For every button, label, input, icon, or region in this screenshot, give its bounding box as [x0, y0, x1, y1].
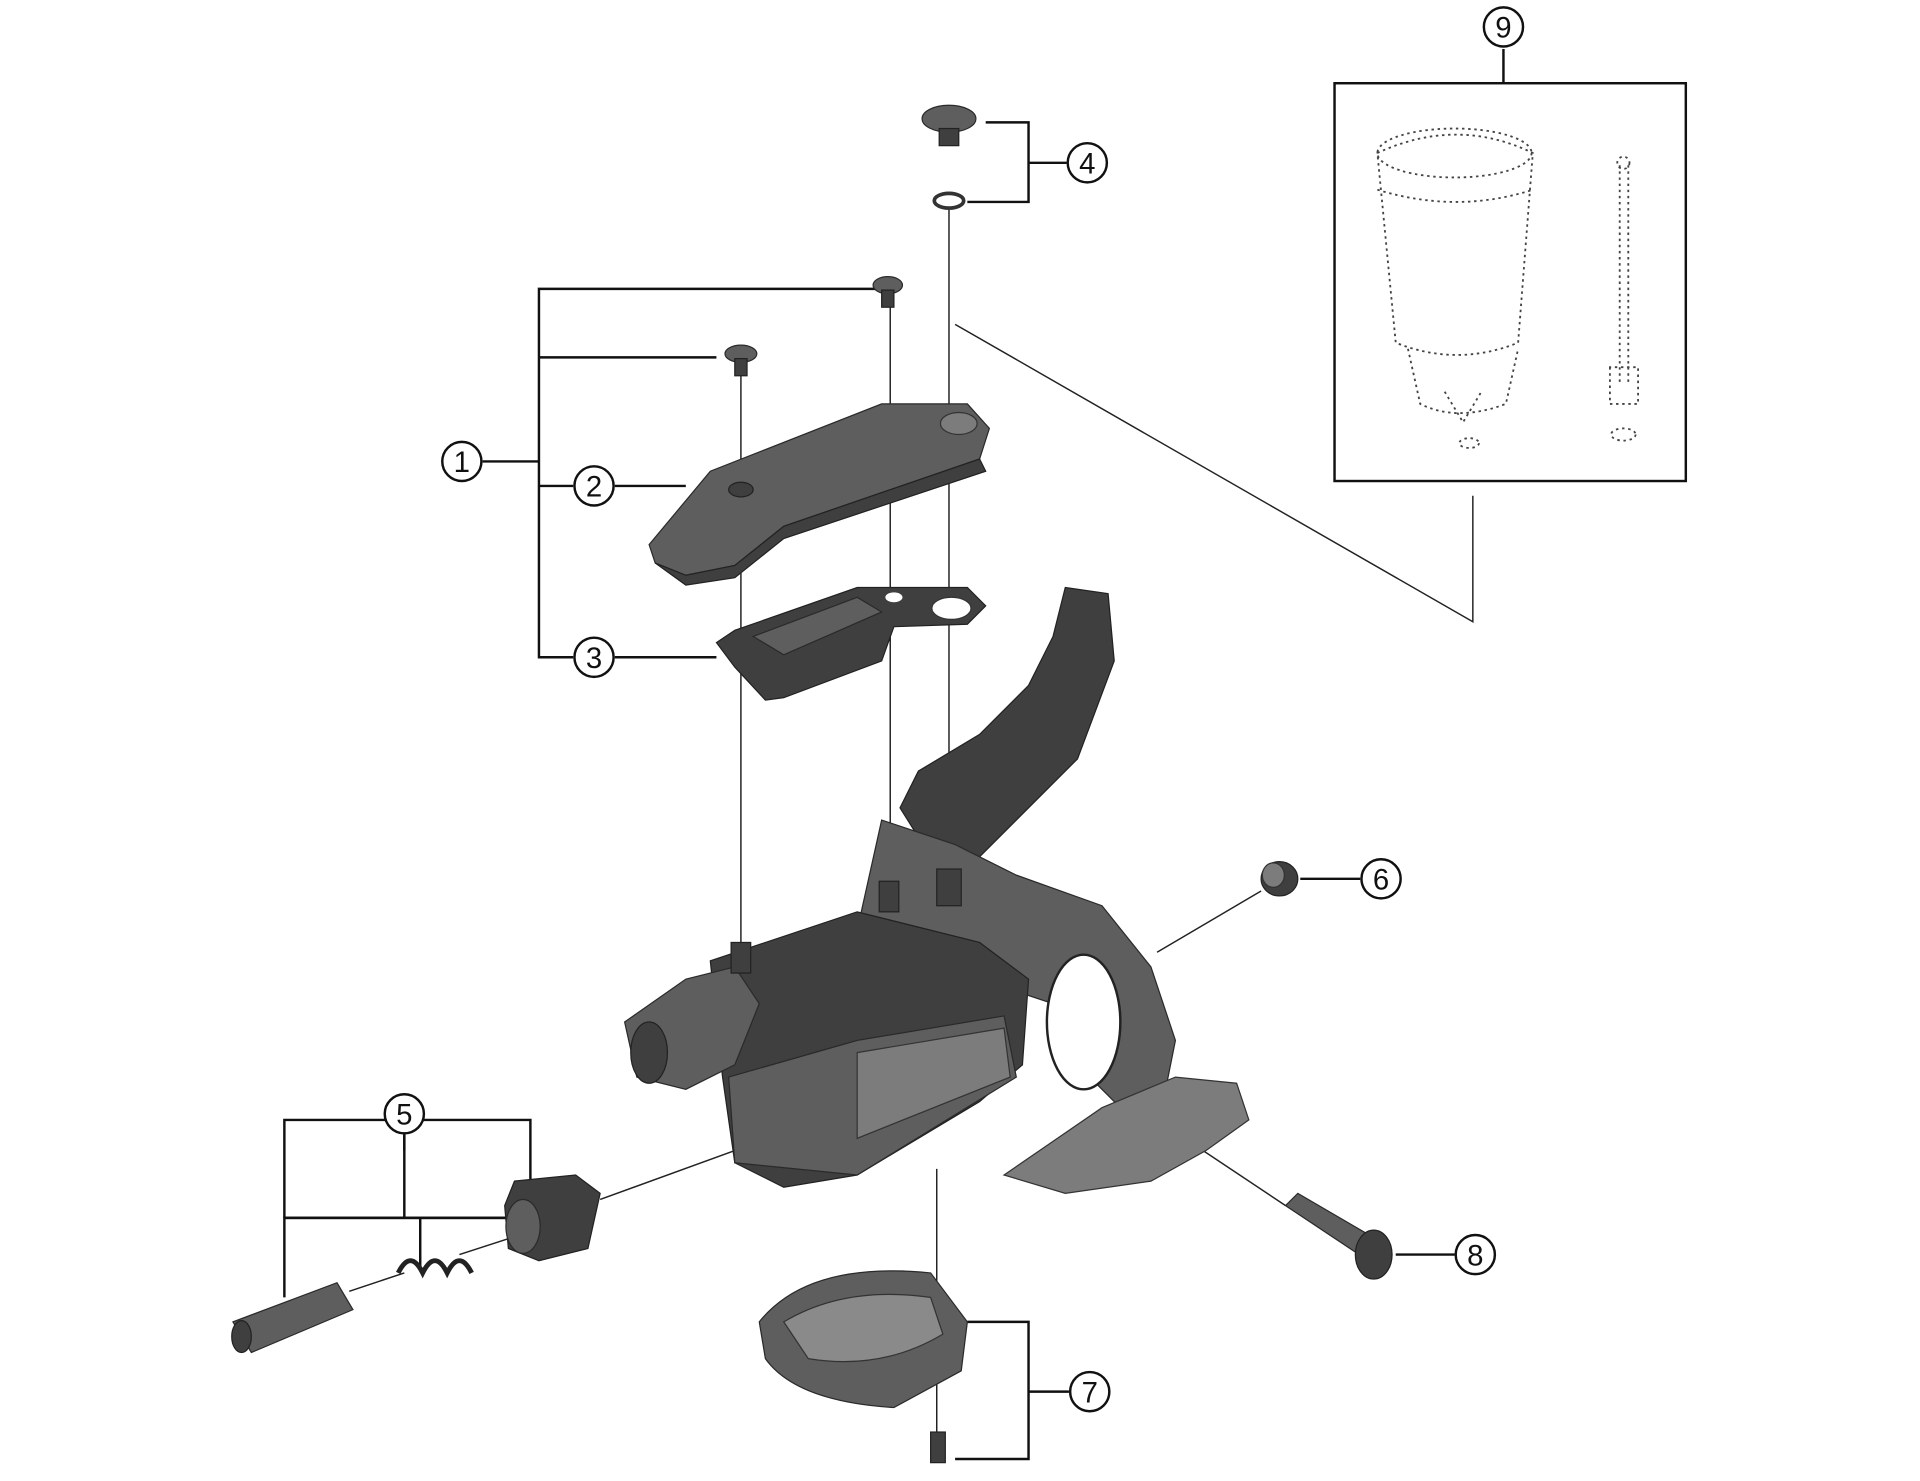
inset-box-9	[1333, 82, 1688, 483]
callout-2: 2	[573, 465, 615, 507]
lever-body	[623, 586, 1250, 1194]
svg-text:3: 3	[586, 642, 602, 675]
callout-9: 9	[1482, 6, 1525, 48]
svg-text:8: 8	[1467, 1239, 1483, 1272]
gasket-3	[715, 586, 987, 701]
svg-text:4: 4	[1079, 148, 1095, 181]
bolt-8	[1284, 1192, 1393, 1280]
svg-text:1: 1	[454, 446, 470, 479]
callout-6: 6	[1360, 858, 1402, 900]
callout-8: 8	[1454, 1233, 1497, 1276]
cover-2	[648, 403, 991, 586]
callout-7: 7	[1068, 1370, 1111, 1413]
svg-text:2: 2	[586, 471, 602, 504]
svg-text:9: 9	[1495, 12, 1511, 45]
svg-text:6: 6	[1373, 864, 1389, 897]
svg-text:7: 7	[1082, 1376, 1098, 1409]
callout-5: 5	[383, 1093, 426, 1135]
screws-1	[724, 276, 904, 377]
callout-1: 1	[441, 440, 483, 483]
cap-6	[1260, 861, 1299, 897]
parts-5	[231, 1174, 601, 1354]
callout-4: 4	[1066, 141, 1109, 184]
cover-7	[758, 1270, 968, 1464]
svg-text:5: 5	[396, 1099, 412, 1132]
screw-4	[921, 104, 977, 210]
inset-9-cup-tool	[1376, 127, 1639, 449]
callout-3: 3	[573, 636, 615, 679]
